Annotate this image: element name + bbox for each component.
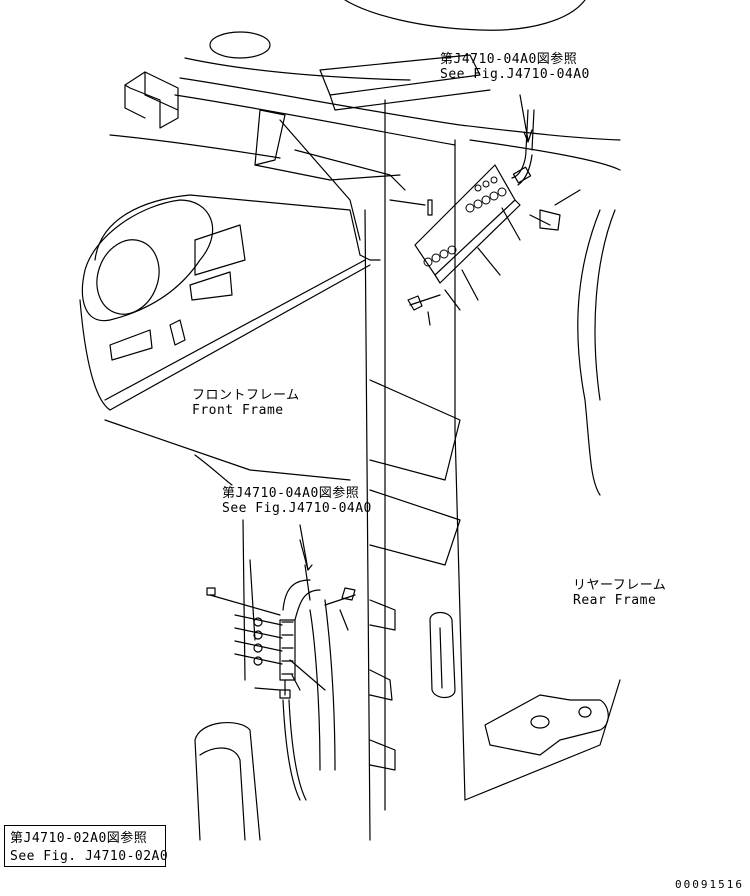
mid-reference-callout: 第J4710-04A0図参照 See Fig.J4710-04A0 (222, 486, 372, 516)
rear-frame-label-jp: リヤーフレーム (573, 578, 667, 593)
top-reference-jp: 第J4710-04A0図参照 (440, 52, 578, 67)
document-number: 00091516 (675, 878, 744, 891)
top-dome-outline (184, 0, 586, 81)
front-frame-label: フロントフレーム Front Frame (192, 388, 300, 418)
rear-frame-label-en: Rear Frame (573, 593, 657, 608)
callout-leaders (194, 454, 233, 486)
upper-grease-manifold (389, 94, 581, 326)
small-bracket (124, 71, 179, 129)
front-frame-body (79, 109, 406, 481)
mid-reference-en: See Fig.J4710-04A0 (222, 501, 372, 516)
bottom-reference-box: 第J4710-02A0図参照 See Fig. J4710-02A0 (4, 825, 169, 867)
lower-grease-manifold (206, 519, 356, 801)
upper-crossbar (174, 54, 621, 146)
rear-frame-label: リヤーフレーム Rear Frame (573, 578, 666, 608)
mid-reference-jp: 第J4710-04A0図参照 (222, 486, 360, 501)
bottom-reference-jp: 第J4710-02A0図参照 (10, 831, 148, 846)
front-frame-label-en: Front Frame (192, 403, 284, 418)
rear-frame-body (429, 139, 621, 801)
lower-left-frame (194, 722, 261, 841)
top-reference-en: See Fig.J4710-04A0 (440, 67, 590, 82)
central-column (359, 99, 461, 841)
front-frame-label-jp: フロントフレーム (192, 388, 300, 403)
top-reference-callout: 第J4710-04A0図参照 See Fig.J4710-04A0 (440, 52, 590, 82)
bottom-reference-en: See Fig. J4710-02A0 (10, 849, 169, 864)
